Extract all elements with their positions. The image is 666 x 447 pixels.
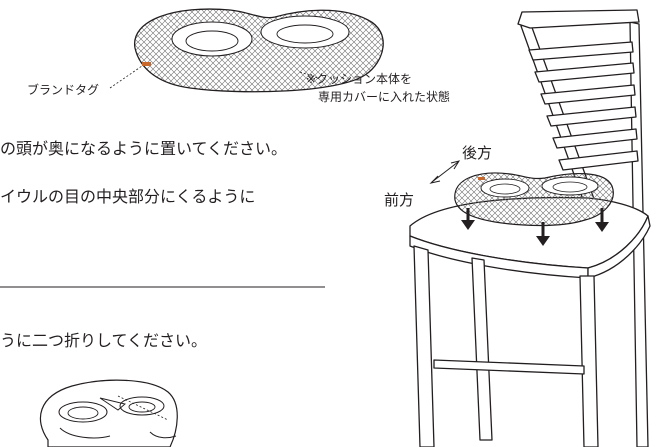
cover-note-leader-line [299, 71, 319, 79]
cover-note-line2: 専用カバーに入れた状態 [318, 90, 451, 104]
direction-back-label: 後方 [462, 144, 493, 162]
brand-tag-marker [142, 62, 151, 66]
direction-double-arrow [429, 160, 461, 184]
chair-illustration [409, 9, 651, 447]
cover-note-line1: ※クッション本体を [306, 72, 413, 86]
placement-arrows [461, 208, 609, 246]
cushion-in-cover-illustration [134, 8, 384, 93]
brand-tag-label: ブランドタグ [27, 83, 100, 97]
instruction-line-2: イウルの目の中央部分にくるように [0, 187, 256, 206]
folded-cushion-illustration [39, 379, 178, 447]
instruction-line-1: の頭が奥になるように置いてください。 [0, 139, 288, 158]
instruction-line-3: うに二つ折りしてください。 [0, 331, 208, 350]
cushion-on-chair [454, 172, 614, 227]
direction-front-label: 前方 [384, 191, 415, 209]
brand-tag-leader-line [109, 65, 143, 89]
